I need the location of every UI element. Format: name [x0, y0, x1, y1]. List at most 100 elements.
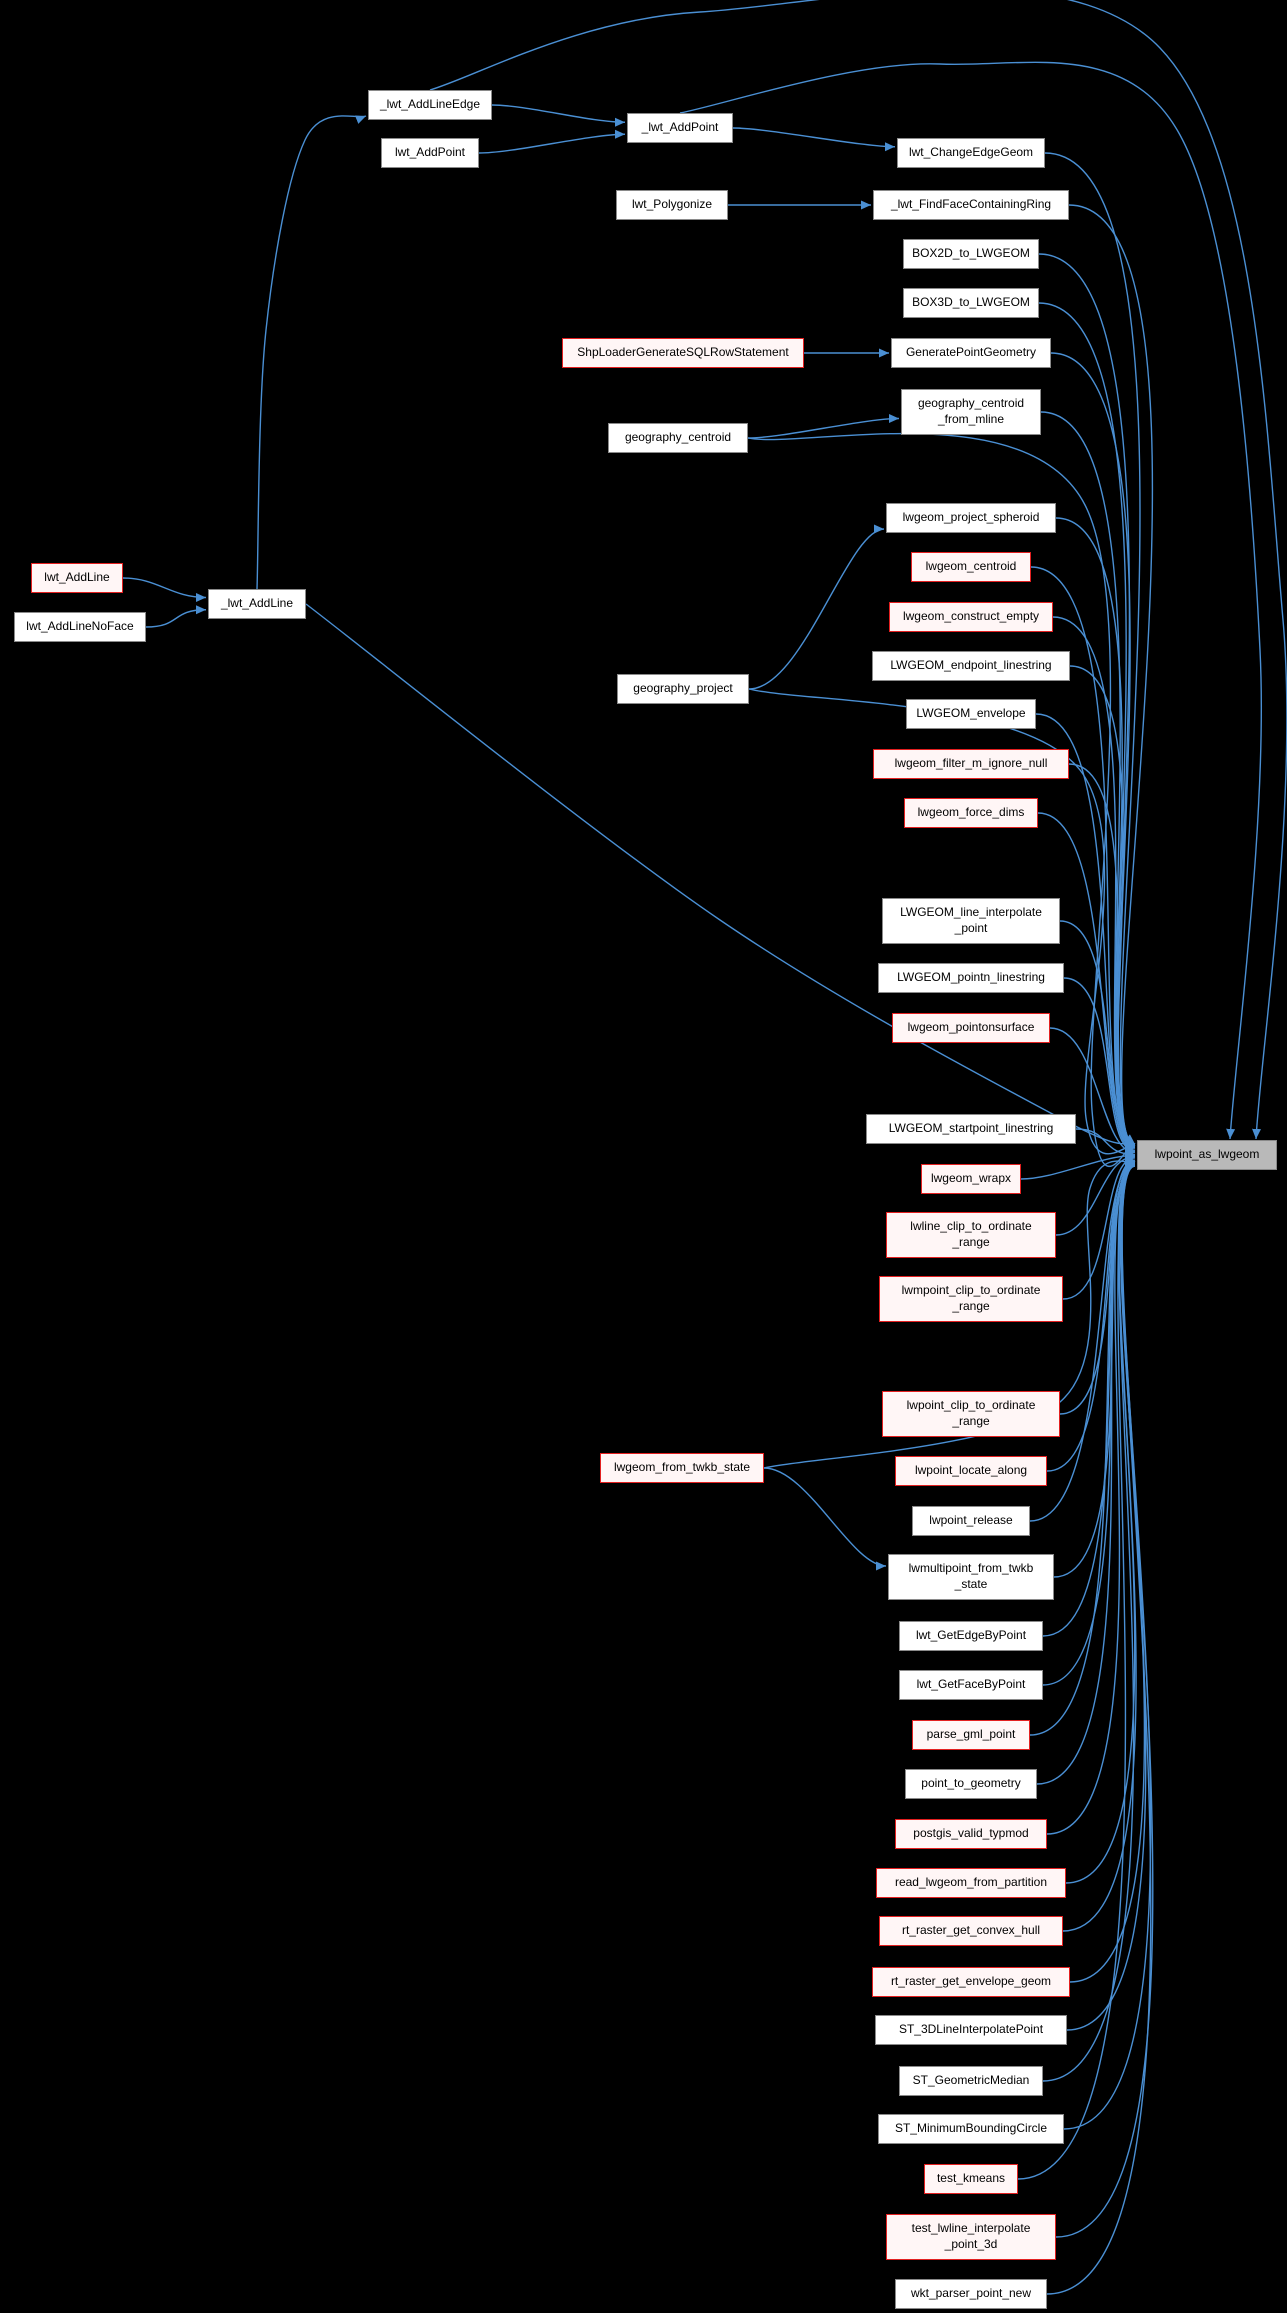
node-_lwt_FindFaceContainingRing[interactable]: _lwt_FindFaceContainingRing	[873, 190, 1069, 220]
node-lwgeom_force_dims[interactable]: lwgeom_force_dims	[904, 798, 1038, 828]
node-lwmpoint_clip_to_ordinate_range[interactable]: lwmpoint_clip_to_ordinate_range	[879, 1276, 1063, 1322]
node-label: _lwt_AddLine	[220, 596, 294, 611]
node-LWGEOM_envelope[interactable]: LWGEOM_envelope	[906, 699, 1036, 729]
edge-lwt_ChangeEdgeGeom-to-lwpoint_as_lwgeom	[1044, 152, 1141, 1149]
node-ST_GeometricMedian[interactable]: ST_GeometricMedian	[899, 2066, 1043, 2096]
node-label: point_to_geometry	[921, 1776, 1021, 1791]
node-geography_centroid_from_mline[interactable]: geography_centroid_from_mline	[901, 389, 1041, 435]
node-label: lwgeom_centroid	[925, 559, 1017, 574]
node-label: rt_raster_get_envelope_geom	[890, 1974, 1052, 1989]
node-label: test_lwline_interpolate	[911, 2221, 1031, 2236]
node-BOX2D_to_LWGEOM[interactable]: BOX2D_to_LWGEOM	[903, 239, 1039, 269]
node-label: ST_MinimumBoundingCircle	[894, 2121, 1048, 2136]
node-label: test_kmeans	[936, 2171, 1006, 2186]
node-geography_centroid[interactable]: geography_centroid	[608, 423, 748, 453]
node-lwt_AddLineNoFace[interactable]: lwt_AddLineNoFace	[14, 612, 146, 642]
edge-_lwt_AddLine-to-_lwt_AddLineEdge	[256, 115, 367, 590]
node-label: lwmpoint_clip_to_ordinate	[901, 1283, 1041, 1298]
node-label: _lwt_AddPoint	[641, 120, 719, 135]
node-LWGEOM_endpoint_linestring[interactable]: LWGEOM_endpoint_linestring	[872, 651, 1070, 681]
node-label: geography_centroid	[624, 430, 732, 445]
edge-lwt_AddLine-to-_lwt_AddLine	[122, 577, 207, 602]
node-lwpoint_locate_along[interactable]: lwpoint_locate_along	[895, 1456, 1047, 1486]
edge-point_to_geometry-to-lwpoint_as_lwgeom	[1036, 1161, 1136, 1785]
node-rt_raster_get_envelope_geom[interactable]: rt_raster_get_envelope_geom	[872, 1967, 1070, 1997]
node-label: _point	[954, 921, 988, 935]
node-LWGEOM_startpoint_linestring[interactable]: LWGEOM_startpoint_linestring	[866, 1114, 1076, 1144]
node-lwgeom_centroid[interactable]: lwgeom_centroid	[911, 552, 1031, 582]
node-lwline_clip_to_ordinate_range[interactable]: lwline_clip_to_ordinate_range	[886, 1212, 1056, 1258]
edge-lwgeom_pointonsurface-to-lwpoint_as_lwgeom	[1049, 1027, 1136, 1157]
node-label: LWGEOM_line_interpolate	[900, 905, 1042, 920]
edge-wkt_parser_point_new-to-lwpoint_as_lwgeom	[1046, 1161, 1152, 2295]
edge-lwpoint_release-to-lwpoint_as_lwgeom	[1029, 1157, 1136, 1522]
edge-_lwt_AddPoint-to-lwpoint_as_lwgeom	[679, 61, 1262, 1140]
node-_lwt_AddLineEdge[interactable]: _lwt_AddLineEdge	[368, 90, 492, 120]
node-label: BOX2D_to_LWGEOM	[912, 246, 1030, 261]
node-label: _from_mline	[937, 412, 1005, 426]
node-label: lwt_Polygonize	[631, 197, 713, 212]
node-lwt_GetEdgeByPoint[interactable]: lwt_GetEdgeByPoint	[899, 1621, 1043, 1651]
node-_lwt_AddLine[interactable]: _lwt_AddLine	[208, 589, 306, 619]
edge-geography_centroid-to-geography_centroid_from_mline	[747, 414, 900, 439]
node-label: lwt_AddLine	[44, 570, 110, 585]
node-lwgeom_from_twkb_state[interactable]: lwgeom_from_twkb_state	[600, 1453, 764, 1483]
node-label: lwt_GetEdgeByPoint	[915, 1628, 1027, 1643]
edge-LWGEOM_pointn_linestring-to-lwpoint_as_lwgeom	[1063, 977, 1136, 1156]
edge-test_kmeans-to-lwpoint_as_lwgeom	[1017, 1161, 1136, 2180]
node-lwgeom_construct_empty[interactable]: lwgeom_construct_empty	[889, 602, 1053, 632]
node-lwt_GetFaceByPoint[interactable]: lwt_GetFaceByPoint	[899, 1670, 1043, 1700]
node-label: lwpoint_clip_to_ordinate	[906, 1398, 1036, 1413]
node-label: LWGEOM_startpoint_linestring	[888, 1121, 1054, 1136]
node-lwt_AddLine[interactable]: lwt_AddLine	[31, 563, 123, 593]
node-lwgeom_wrapx[interactable]: lwgeom_wrapx	[921, 1164, 1021, 1194]
node-label: lwgeom_pointonsurface	[907, 1020, 1035, 1035]
node-point_to_geometry[interactable]: point_to_geometry	[905, 1769, 1037, 1799]
node-read_lwgeom_from_partition[interactable]: read_lwgeom_from_partition	[876, 1868, 1066, 1898]
edge-ST_MinimumBoundingCircle-to-lwpoint_as_lwgeom	[1063, 1161, 1152, 2130]
node-postgis_valid_typmod[interactable]: postgis_valid_typmod	[895, 1819, 1047, 1849]
node-label: geography_project	[633, 681, 733, 696]
node-test_kmeans[interactable]: test_kmeans	[924, 2164, 1018, 2194]
node-wkt_parser_point_new[interactable]: wkt_parser_point_new	[895, 2279, 1047, 2309]
edge-lwmpoint_clip_to_ordinate_range-to-lwpoint_as_lwgeom	[1062, 1153, 1136, 1300]
node-label: lwt_AddLineNoFace	[26, 619, 134, 634]
node-rt_raster_get_convex_hull[interactable]: rt_raster_get_convex_hull	[879, 1916, 1063, 1946]
node-_lwt_AddPoint[interactable]: _lwt_AddPoint	[627, 113, 733, 143]
node-label: geography_centroid	[917, 396, 1025, 411]
node-LWGEOM_line_interpolate_point[interactable]: LWGEOM_line_interpolate_point	[882, 898, 1060, 944]
node-geography_project[interactable]: geography_project	[617, 674, 749, 704]
node-label: parse_gml_point	[926, 1727, 1016, 1742]
node-lwt_ChangeEdgeGeom[interactable]: lwt_ChangeEdgeGeom	[897, 138, 1045, 168]
node-lwt_Polygonize[interactable]: lwt_Polygonize	[616, 190, 728, 220]
node-parse_gml_point[interactable]: parse_gml_point	[912, 1720, 1030, 1750]
edge-GeneratePointGeometry-to-lwpoint_as_lwgeom	[1050, 352, 1136, 1149]
node-ShpLoaderGenerateSQLRowStatement[interactable]: ShpLoaderGenerateSQLRowStatement	[562, 338, 804, 368]
edge-geography_project-to-lwgeom_project_spheroid	[748, 524, 885, 690]
node-label: lwgeom_project_spheroid	[902, 510, 1040, 525]
node-LWGEOM_pointn_linestring[interactable]: LWGEOM_pointn_linestring	[878, 963, 1064, 993]
node-ST_3DLineInterpolatePoint[interactable]: ST_3DLineInterpolatePoint	[875, 2015, 1067, 2045]
node-label: lwt_GetFaceByPoint	[916, 1677, 1026, 1692]
node-lwpoint_release[interactable]: lwpoint_release	[912, 1506, 1030, 1536]
node-label: lwgeom_force_dims	[917, 805, 1025, 820]
node-lwgeom_project_spheroid[interactable]: lwgeom_project_spheroid	[886, 503, 1056, 533]
node-test_lwline_interpolate_point_3d[interactable]: test_lwline_interpolate_point_3d	[886, 2214, 1056, 2260]
node-lwt_AddPoint[interactable]: lwt_AddPoint	[381, 138, 479, 168]
node-ST_MinimumBoundingCircle[interactable]: ST_MinimumBoundingCircle	[878, 2114, 1064, 2144]
node-lwgeom_filter_m_ignore_null[interactable]: lwgeom_filter_m_ignore_null	[873, 749, 1069, 779]
node-label: LWGEOM_envelope	[916, 706, 1026, 721]
edge-_lwt_AddLineEdge-to-_lwt_AddPoint	[491, 104, 626, 127]
node-GeneratePointGeometry[interactable]: GeneratePointGeometry	[891, 338, 1051, 368]
node-lwpoint_clip_to_ordinate_range[interactable]: lwpoint_clip_to_ordinate_range	[882, 1391, 1060, 1437]
node-BOX3D_to_LWGEOM[interactable]: BOX3D_to_LWGEOM	[903, 288, 1039, 318]
node-label: BOX3D_to_LWGEOM	[912, 295, 1030, 310]
edge-rt_raster_get_convex_hull-to-lwpoint_as_lwgeom	[1062, 1161, 1137, 1932]
edge-_lwt_FindFaceContainingRing-to-lwpoint_as_lwgeom	[1068, 204, 1154, 1149]
node-lwpoint_as_lwgeom: lwpoint_as_lwgeom	[1137, 1140, 1277, 1170]
node-lwmultipoint_from_twkb_state[interactable]: lwmultipoint_from_twkb_state	[888, 1554, 1054, 1600]
node-label: lwt_ChangeEdgeGeom	[908, 145, 1034, 160]
edge-lwgeom_from_twkb_state-to-lwmultipoint_from_twkb_state	[763, 1467, 887, 1571]
node-lwgeom_pointonsurface[interactable]: lwgeom_pointonsurface	[892, 1013, 1050, 1043]
